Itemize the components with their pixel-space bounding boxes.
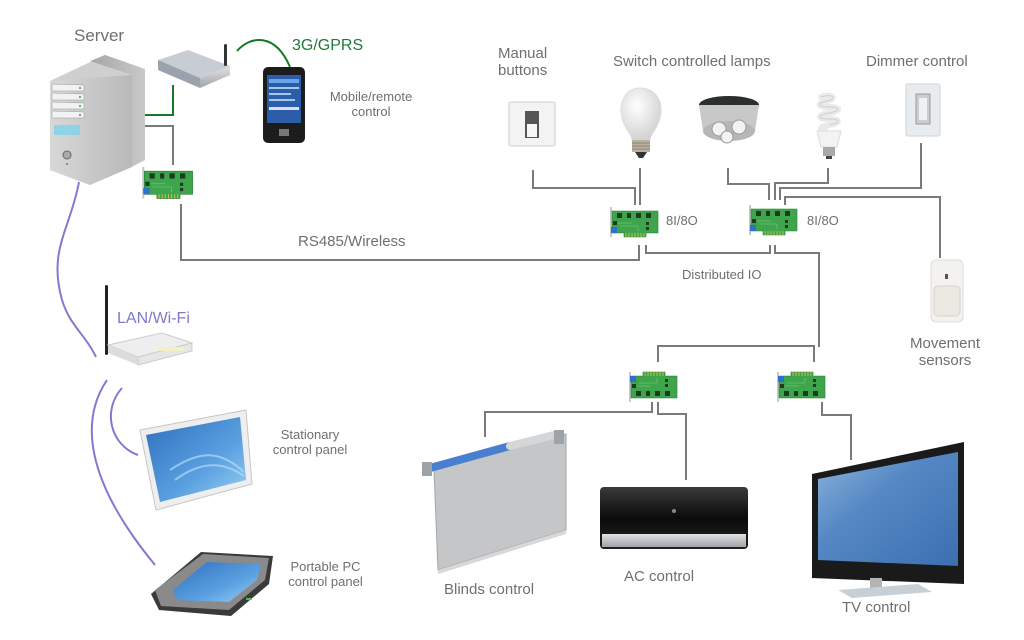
mobile-label-line2: control	[351, 103, 391, 119]
portable-panel-label: Portable PC control panel	[278, 559, 373, 590]
stationary-panel-line1: Stationary	[280, 427, 340, 442]
mobile-label-line1: Mobile/remote	[329, 89, 413, 104]
server-label: Server	[74, 26, 125, 45]
wire-io3-io4	[657, 345, 815, 362]
wire-pir-io2	[784, 196, 941, 258]
io-module-1-label: 8I/8O	[666, 213, 698, 228]
cfl-bulb-icon[interactable]	[816, 92, 842, 159]
gprs-wireless-arc	[236, 39, 291, 68]
stationary-panel-line2: control panel	[272, 441, 348, 457]
air-conditioner-icon[interactable]	[600, 487, 748, 549]
wire-switch-io1	[532, 170, 636, 205]
wire-io3-blinds	[484, 402, 653, 437]
wire-router-to-tablet	[90, 379, 156, 566]
wire-server-to-modem	[140, 85, 174, 116]
portable-panel-line2: control panel	[288, 573, 363, 589]
tv-icon[interactable]	[812, 442, 964, 598]
wire-cfl-io2	[774, 168, 829, 200]
wifi-router-icon[interactable]	[105, 285, 194, 366]
io-module-4-icon[interactable]	[776, 371, 826, 403]
gsm-modem-icon[interactable]	[158, 44, 230, 88]
mobile-label: Mobile/remote control	[316, 89, 426, 120]
wire-io4-tv	[821, 402, 852, 460]
portable-panel-line1: Portable PC	[290, 559, 361, 574]
manual-buttons-label: Manual buttons	[498, 45, 578, 80]
wire-router-to-monitor	[109, 387, 139, 456]
switch-lamps-label: Switch controlled lamps	[613, 53, 771, 70]
wire-io1-io2	[645, 245, 771, 254]
server-io-card-icon[interactable]	[141, 166, 194, 200]
tablet-icon[interactable]	[151, 552, 273, 616]
tv-label: TV control	[842, 599, 911, 616]
pda-phone-icon[interactable]	[263, 67, 305, 143]
ac-label: AC control	[624, 568, 695, 585]
motion-sensor-icon[interactable]	[930, 259, 964, 323]
io-module-2-label: 8I/8O	[807, 213, 839, 228]
wire-rs485-bus	[180, 204, 640, 261]
server-tower-icon[interactable]	[50, 55, 145, 185]
gprs-label: 3G/GPRS	[292, 37, 364, 54]
wire-server-to-card	[140, 125, 174, 165]
wall-switch-icon[interactable]	[508, 101, 556, 147]
wires-rs485	[140, 125, 941, 480]
light-bulb-icon[interactable]	[620, 87, 662, 158]
movement-label-line2: sensors	[918, 352, 972, 370]
touch-monitor-icon[interactable]	[139, 409, 253, 511]
rs485-label: RS485/Wireless	[298, 233, 406, 250]
movement-label: Movement sensors	[905, 335, 985, 370]
distributed-io-label: Distributed IO	[682, 267, 762, 282]
wire-server-to-router	[56, 181, 97, 358]
downlight-icon[interactable]	[699, 96, 759, 144]
wire-io2-down	[774, 245, 820, 347]
wire-dimmer-io2	[779, 143, 922, 200]
io-module-2-icon[interactable]	[748, 204, 798, 236]
stationary-panel-label: Stationary control panel	[265, 427, 355, 458]
io-module-1-icon[interactable]	[609, 206, 659, 238]
movement-label-line1: Movement	[909, 335, 981, 352]
wires-gprs	[140, 39, 291, 116]
wire-downlight-io2	[727, 168, 770, 200]
wire-io3-ac	[657, 402, 687, 480]
io-module-3-icon[interactable]	[628, 371, 678, 403]
blinds-label: Blinds control	[444, 581, 535, 598]
dimmer-label: Dimmer control	[866, 53, 968, 70]
wires-lan	[56, 181, 156, 566]
manual-buttons-line1: Manual	[498, 45, 548, 62]
lan-wifi-label: LAN/Wi-Fi	[117, 310, 190, 327]
dimmer-switch-icon[interactable]	[905, 83, 941, 137]
manual-buttons-line2: buttons	[498, 62, 548, 80]
roller-blind-icon[interactable]	[422, 430, 567, 574]
